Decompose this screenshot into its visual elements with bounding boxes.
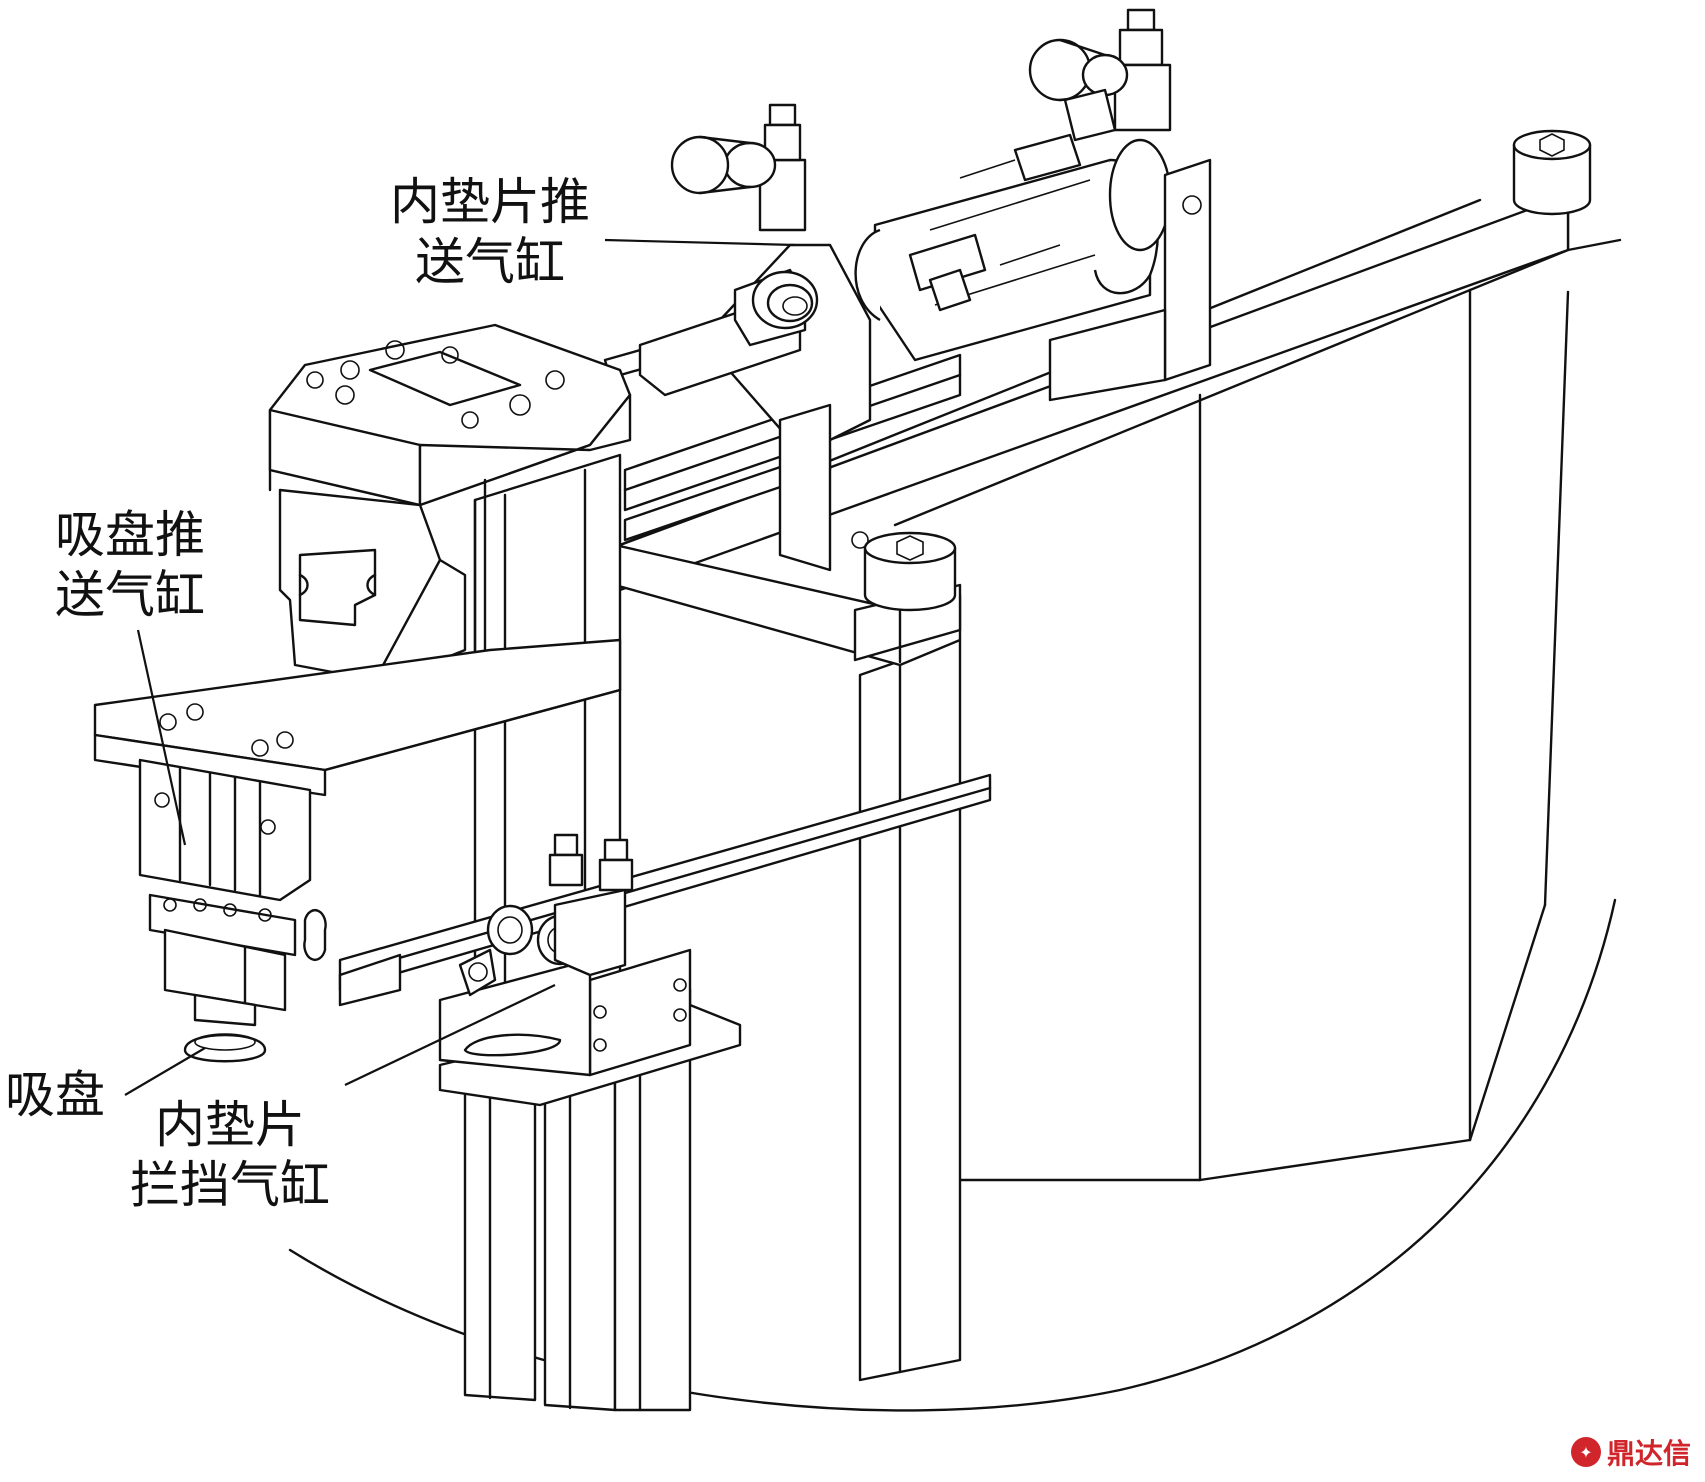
- main-head-block: [268, 323, 632, 702]
- magnetic-sensor-switches: [908, 88, 1117, 312]
- inner-gasket-push-cylinder-end-bracket: [1048, 158, 1212, 402]
- slider-carriage: [278, 488, 467, 682]
- watermark: ✦ 鼎达信: [1570, 1432, 1691, 1472]
- leader-suction-push: [136, 629, 187, 846]
- leader-lines: [124, 238, 796, 1096]
- watermark-text: 鼎达信: [1606, 1437, 1691, 1470]
- inner-gasket-push-cylinder-mount: [638, 243, 872, 572]
- inner-gasket-block-cylinder-body: [438, 948, 742, 1107]
- watermark-logo-icon: ✦: [1570, 1437, 1601, 1467]
- leader-inner-gasket-block: [344, 984, 556, 1086]
- base-plate: [93, 638, 622, 797]
- label-suction-cup-push-cylinder: 吸盘推 送气缸: [55, 506, 205, 624]
- cutaway-arc: [288, 898, 1617, 1412]
- label-inner-gasket-block-cylinder: 内垫片 拦挡气缸: [130, 1096, 330, 1214]
- leader-inner-gasket-push: [604, 238, 796, 247]
- suction-cup-push-cylinder-body: [138, 758, 327, 1027]
- inner-gasket-push-cylinder-fittings: [670, 8, 1172, 232]
- label-suction-cup: 吸盘: [5, 1066, 105, 1124]
- label-inner-gasket-push-cylinder: 内垫片推 送气缸: [390, 173, 590, 291]
- leader-suction-cup: [124, 1047, 206, 1096]
- inner-gasket-block-cylinder-fittings: [486, 833, 634, 977]
- socket-head-screw-right: [1512, 129, 1592, 216]
- suction-cup: [183, 1033, 267, 1063]
